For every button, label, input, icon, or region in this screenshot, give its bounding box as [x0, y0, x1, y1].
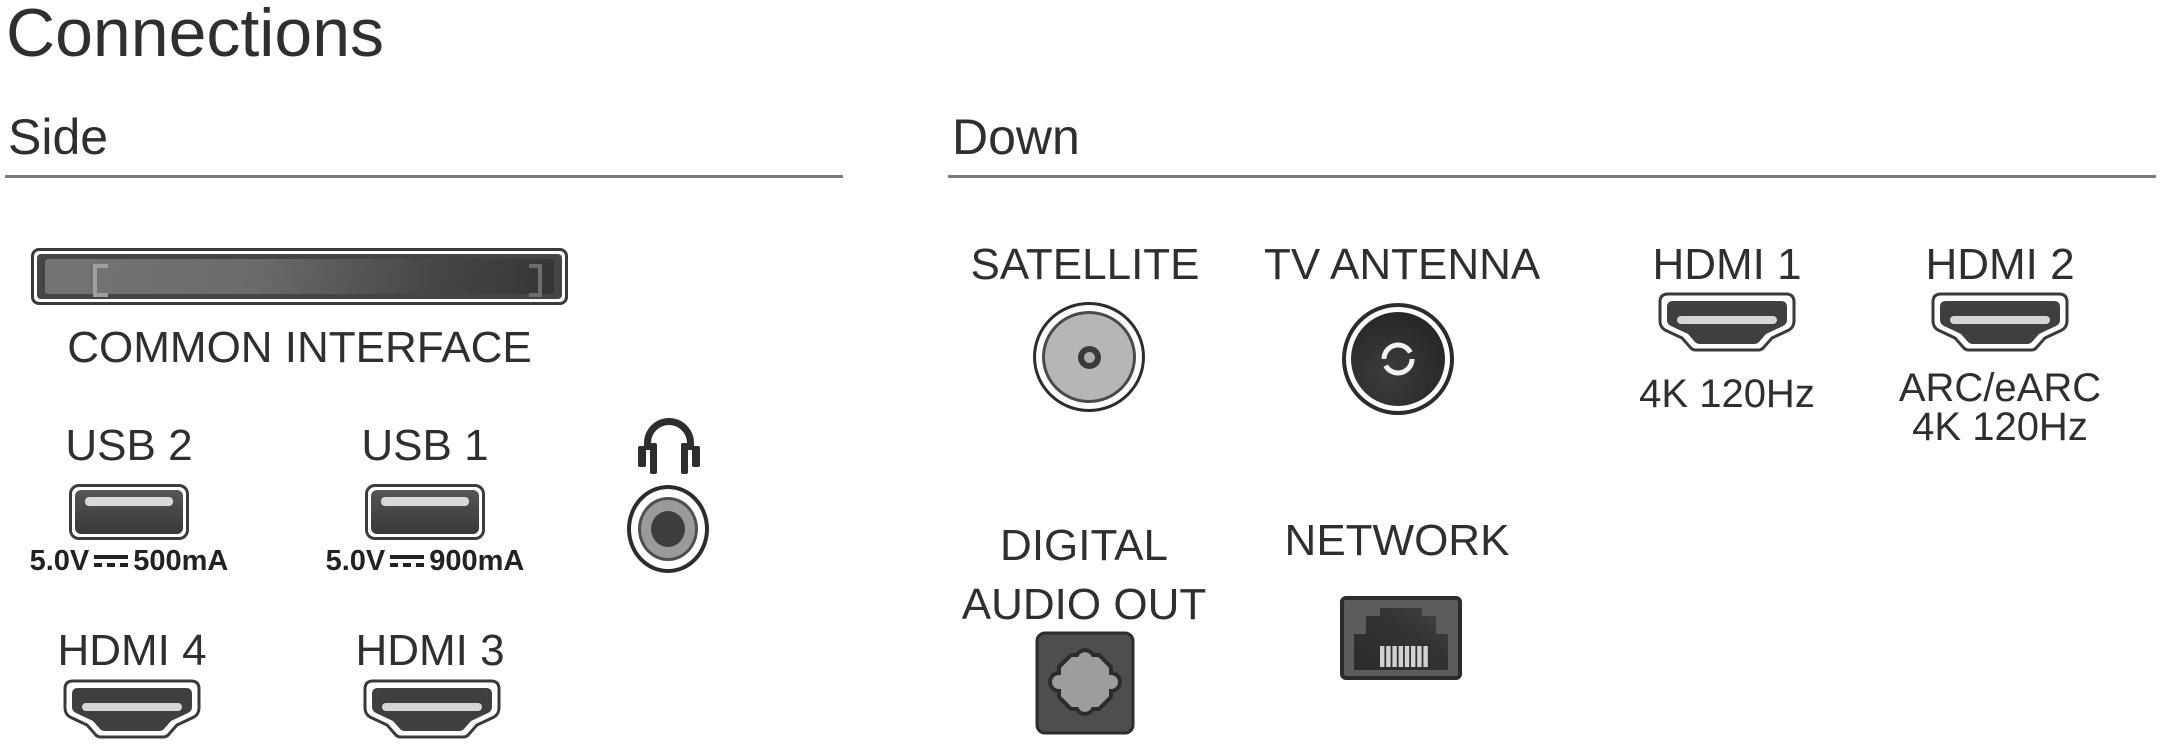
page-title: Connections	[6, 0, 385, 71]
digital-audio-out-line1: DIGITAL	[1000, 521, 1168, 570]
digital-audio-out-line2: AUDIO OUT	[961, 580, 1207, 629]
hdmi2-label: HDMI 2	[1925, 240, 2075, 289]
dc-symbol-icon	[92, 551, 130, 573]
usb1-label: USB 1	[361, 421, 489, 470]
hdmi2-caption-arc: ARC/eARC	[1898, 366, 2102, 410]
usb2-voltage: 5.0V	[29, 545, 90, 577]
hdmi1-caption: 4K 120Hz	[1639, 372, 1815, 416]
hdmi2-port-icon	[1930, 292, 2070, 356]
hdmi3-label: HDMI 3	[355, 626, 505, 675]
common-interface-label: COMMON INTERFACE	[67, 323, 532, 372]
tv-antenna-connector-icon	[1342, 303, 1454, 415]
ethernet-port-icon	[1340, 596, 1462, 685]
headphone-jack-icon	[627, 485, 709, 573]
usb1-power-rating: 5.0V 900mA	[305, 545, 545, 578]
hdmi1-port-icon	[1657, 292, 1797, 356]
hdmi4-port-icon	[62, 679, 202, 743]
usb-tongue	[380, 497, 470, 506]
usb-tongue	[84, 497, 174, 506]
headphones-icon	[638, 418, 700, 476]
toslink-port-icon	[1035, 631, 1135, 740]
side-heading: Side	[8, 109, 109, 165]
side-divider	[5, 175, 843, 178]
usb1-current: 900mA	[429, 545, 525, 577]
hdmi4-label: HDMI 4	[57, 626, 207, 675]
hdmi1-label: HDMI 1	[1652, 240, 1802, 289]
hdmi3-port-icon	[362, 679, 502, 743]
down-heading: Down	[952, 109, 1080, 165]
usb2-port-icon	[69, 484, 189, 540]
ci-bracket-right	[529, 264, 542, 297]
common-interface-slot-frame	[37, 254, 562, 299]
network-label: NETWORK	[1284, 516, 1510, 565]
usb2-current: 500mA	[133, 545, 229, 577]
dc-symbol-icon	[388, 551, 426, 573]
usb1-port-icon	[365, 484, 485, 540]
usb2-label: USB 2	[65, 421, 193, 470]
hdmi2-caption-4k: 4K 120Hz	[1912, 405, 2088, 449]
digital-audio-out-label: DIGITAL AUDIO OUT	[949, 516, 1219, 634]
satellite-label: SATELLITE	[970, 240, 1200, 289]
common-interface-slot-opening	[45, 259, 554, 297]
satellite-connector-icon	[1033, 302, 1145, 412]
down-divider	[948, 175, 2156, 178]
common-interface-slot-icon	[31, 248, 568, 305]
ci-bracket-left	[93, 264, 108, 297]
tv-antenna-label: TV ANTENNA	[1264, 240, 1541, 289]
usb1-voltage: 5.0V	[325, 545, 386, 577]
antenna-center-ring	[1381, 342, 1415, 376]
usb2-power-rating: 5.0V 500mA	[9, 545, 249, 578]
